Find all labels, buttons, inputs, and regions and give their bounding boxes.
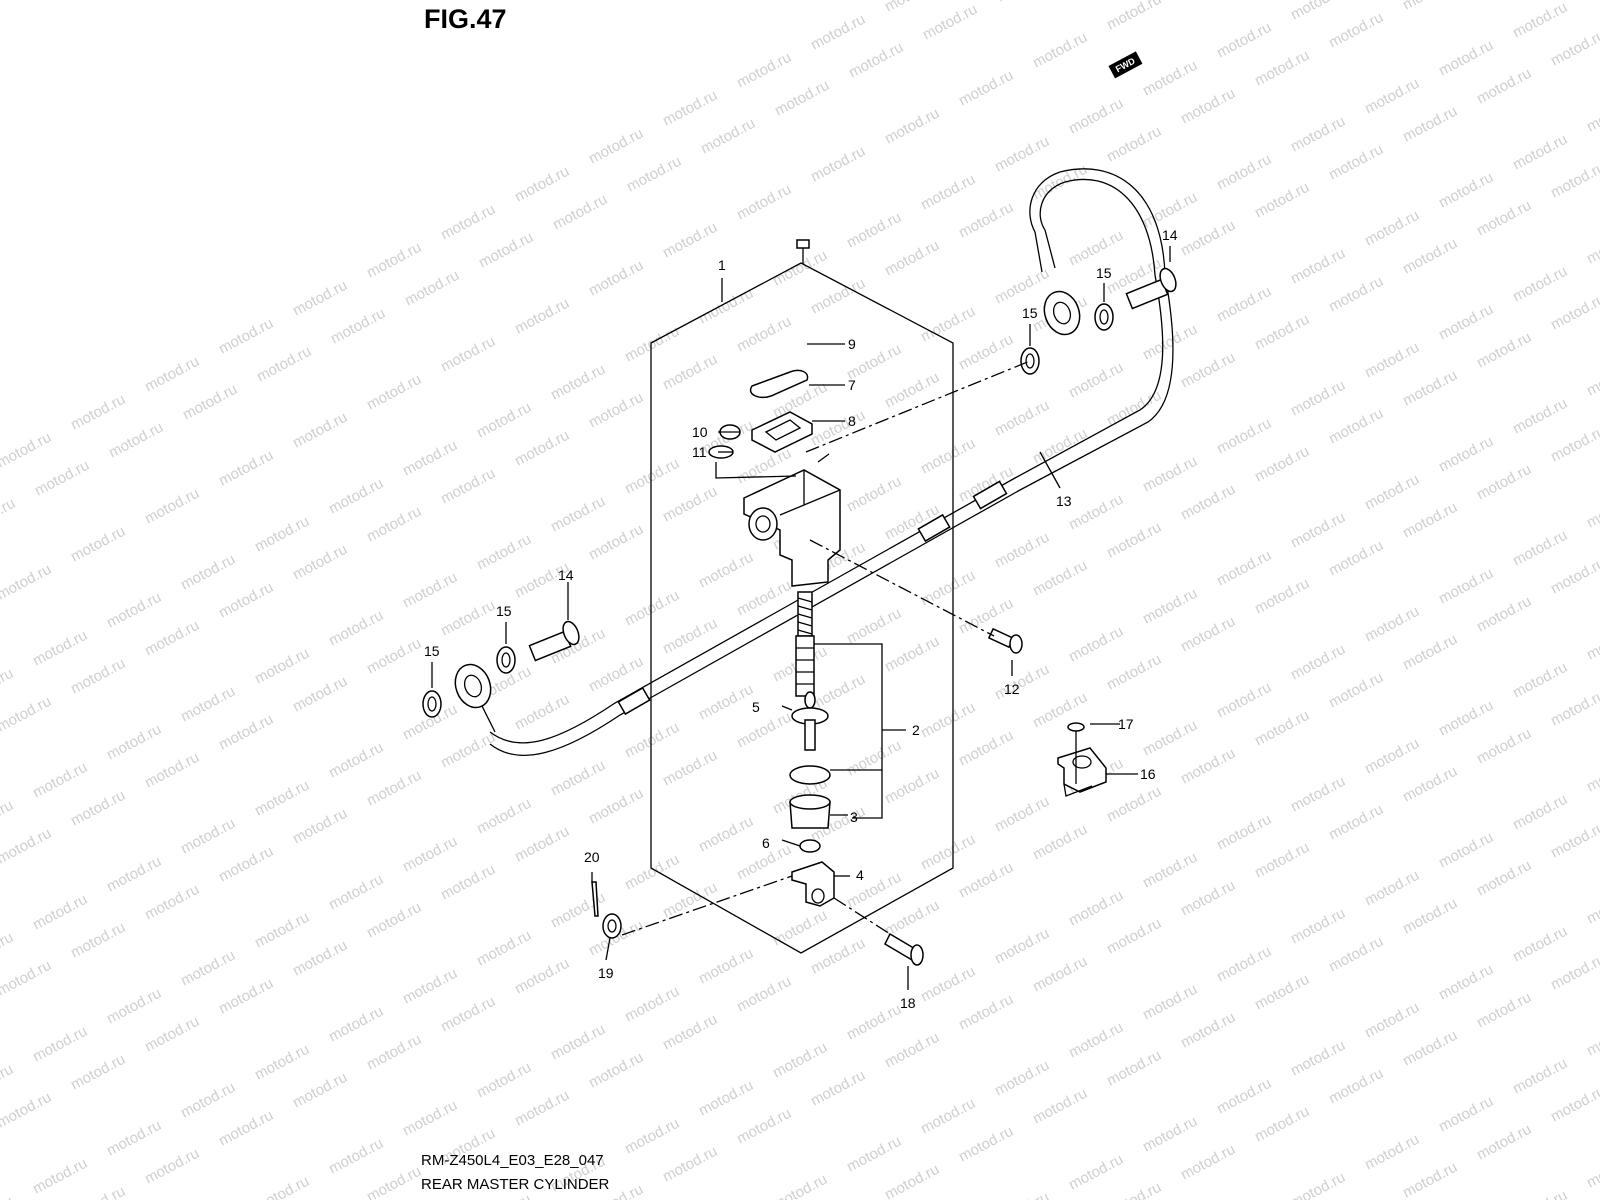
callout-15-a: 15 — [1096, 265, 1112, 281]
union-bolt-left — [528, 620, 580, 662]
callout-11: 11 — [692, 444, 707, 460]
callout-3: 3 — [850, 809, 858, 825]
callout-12: 12 — [1004, 681, 1020, 697]
master-cylinder-body — [743, 453, 841, 587]
callout-17: 17 — [1118, 716, 1134, 732]
callout-2: 2 — [912, 722, 920, 738]
banjo-fitting-lower — [454, 663, 492, 709]
callout-9: 9 — [848, 336, 856, 352]
mounting-bolt — [987, 627, 1023, 654]
snap-ring — [789, 765, 831, 785]
hose-clamp — [1057, 747, 1107, 797]
callout-13: 13 — [1056, 493, 1072, 509]
nut-6 — [799, 839, 821, 853]
callout-20: 20 — [584, 849, 600, 865]
callout-1: 1 — [718, 257, 726, 273]
callout-7: 7 — [848, 377, 856, 393]
callout-15-c: 15 — [496, 603, 512, 619]
diagram-caption: REAR MASTER CYLINDER — [421, 1176, 610, 1193]
washer-15-c — [496, 646, 516, 674]
callout-5: 5 — [752, 699, 760, 715]
reservoir-cap — [749, 369, 809, 399]
diagram-code: RM-Z450L4_E03_E28_047 — [421, 1152, 604, 1169]
banjo-fitting-upper — [1043, 290, 1081, 336]
washer-19 — [602, 913, 622, 939]
washer-15-d — [422, 690, 442, 718]
callout-14-b: 14 — [558, 567, 574, 583]
diaphragm — [751, 411, 813, 453]
figure-title: FIG.47 — [424, 4, 507, 34]
callout-18: 18 — [900, 995, 916, 1011]
brake-hose — [454, 168, 1174, 756]
callout-8: 8 — [848, 413, 856, 429]
union-bolt-right — [1125, 267, 1177, 310]
washer-15-a — [1094, 303, 1114, 331]
washer-15-b — [1020, 347, 1040, 375]
reservoir-screw — [796, 239, 810, 264]
callout-15-d: 15 — [424, 643, 440, 659]
assembly-outline — [650, 262, 954, 954]
cotter-pin — [591, 881, 599, 917]
callout-14-a: 14 — [1162, 227, 1178, 243]
callout-16: 16 — [1140, 766, 1156, 782]
clamp-screw — [1067, 722, 1085, 784]
piston-assembly — [789, 591, 831, 853]
callout-6: 6 — [762, 835, 770, 851]
callout-4: 4 — [856, 867, 864, 883]
callout-19: 19 — [598, 965, 614, 981]
callout-15-b: 15 — [1022, 305, 1038, 321]
callout-10: 10 — [692, 424, 708, 440]
joint-pin — [884, 932, 924, 966]
